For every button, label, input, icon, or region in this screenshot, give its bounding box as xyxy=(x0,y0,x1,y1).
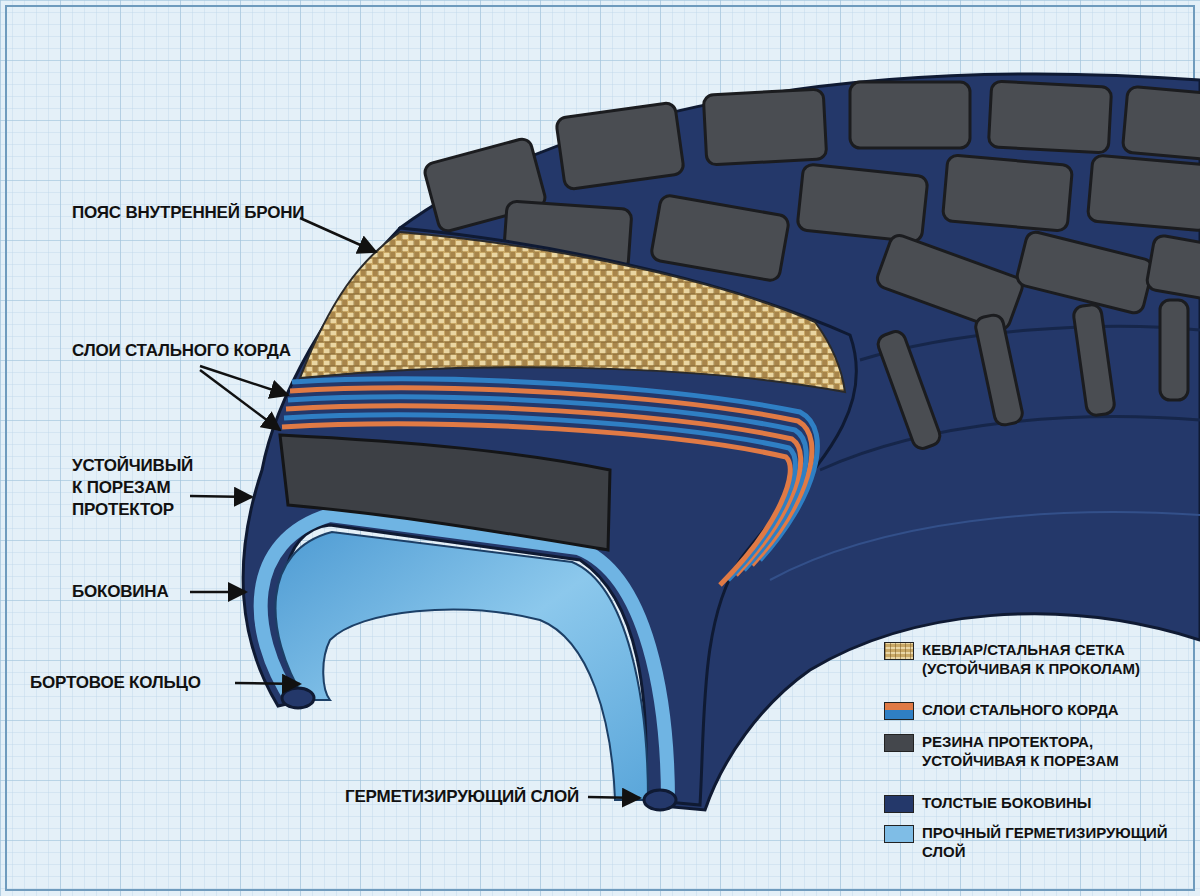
legend-text: ПРОЧНЫЙ ГЕРМЕТИЗИРУЮЩИЙ СЛОЙ xyxy=(922,823,1192,861)
legend-text: ТОЛСТЫЕ БОКОВИНЫ xyxy=(922,793,1192,812)
legend-row: ТОЛСТЫЕ БОКОВИНЫ xyxy=(884,793,1192,813)
part-label: БОКОВИНА xyxy=(72,581,192,603)
part-label: УСТОЙЧИВЫЙ К ПОРЕЗАМ ПРОТЕКТОР xyxy=(72,455,190,521)
legend-text: РЕЗИНА ПРОТЕКТОРА, УСТОЙЧИВАЯ К ПОРЕЗАМ xyxy=(922,732,1192,770)
part-label: БОРТОВОЕ КОЛЬЦО xyxy=(30,672,230,694)
legend-swatch xyxy=(884,734,914,752)
part-label: ГЕРМЕТИЗИРУЮЩИЙ СЛОЙ xyxy=(345,786,585,808)
legend-text: КЕВЛАР/СТАЛЬНАЯ СЕТКА (УСТОЙЧИВАЯ К ПРОК… xyxy=(922,640,1192,678)
legend-row: РЕЗИНА ПРОТЕКТОРА, УСТОЙЧИВАЯ К ПОРЕЗАМ xyxy=(884,732,1192,770)
legend-swatch xyxy=(884,702,914,720)
legend-swatch xyxy=(884,825,914,843)
legend-text: СЛОИ СТАЛЬНОГО КОРДА xyxy=(922,700,1192,719)
legend-row: СЛОИ СТАЛЬНОГО КОРДА xyxy=(884,700,1192,720)
legend-row: ПРОЧНЫЙ ГЕРМЕТИЗИРУЮЩИЙ СЛОЙ xyxy=(884,823,1192,861)
part-label: ПОЯС ВНУТРЕННЕЙ БРОНИ xyxy=(72,202,332,224)
part-label: СЛОИ СТАЛЬНОГО КОРДА xyxy=(72,340,332,362)
legend-row: КЕВЛАР/СТАЛЬНАЯ СЕТКА (УСТОЙЧИВАЯ К ПРОК… xyxy=(884,640,1192,678)
legend-swatch xyxy=(884,795,914,813)
legend-swatch xyxy=(884,642,914,660)
